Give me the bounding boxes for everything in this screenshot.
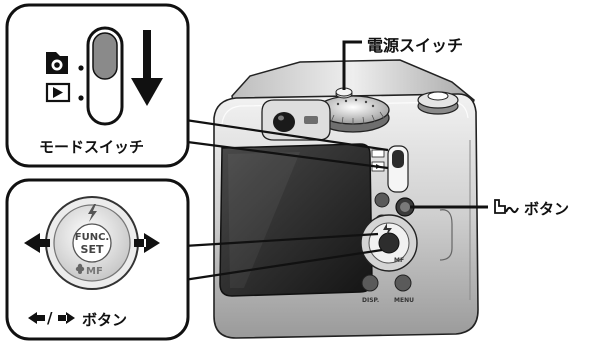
flash-icon: [88, 204, 97, 222]
func-set-text-line1: FUNC.: [75, 232, 109, 243]
arrow-button-inset: MF FUNC. SET: [5, 178, 190, 341]
power-switch-leader: [342, 40, 362, 90]
arrow-right-icon: [134, 233, 160, 253]
mode-switch-label: モードスイッチ: [39, 138, 145, 156]
func-set-text-line2: SET: [81, 243, 104, 256]
camera-macro-mf-text: MF: [394, 257, 404, 264]
mode-switch-inset: [5, 3, 190, 168]
playback-icon: [45, 82, 71, 103]
camera-illustration: MF DISP. MENU: [213, 59, 479, 339]
label-arrow-left-icon: [28, 312, 45, 324]
macro-flower-icon: [75, 263, 85, 274]
print-share-button-label: ボタン: [524, 200, 570, 218]
disp-button-text: DISP.: [362, 297, 379, 304]
label-arrow-right-icon: [58, 312, 75, 324]
macro-mf-text: MF: [86, 266, 103, 277]
arrow-down-icon: [131, 30, 163, 106]
power-switch-label: 電源スイッチ: [367, 36, 464, 55]
arrow-left-icon: [24, 233, 50, 253]
menu-button-text: MENU: [394, 297, 414, 304]
arrow-button-label: ボタン: [82, 311, 128, 329]
arrow-separator: /: [47, 309, 53, 327]
camera-icon: [46, 52, 68, 74]
print-share-icon: [494, 199, 519, 214]
callout-lines: [171, 40, 488, 282]
